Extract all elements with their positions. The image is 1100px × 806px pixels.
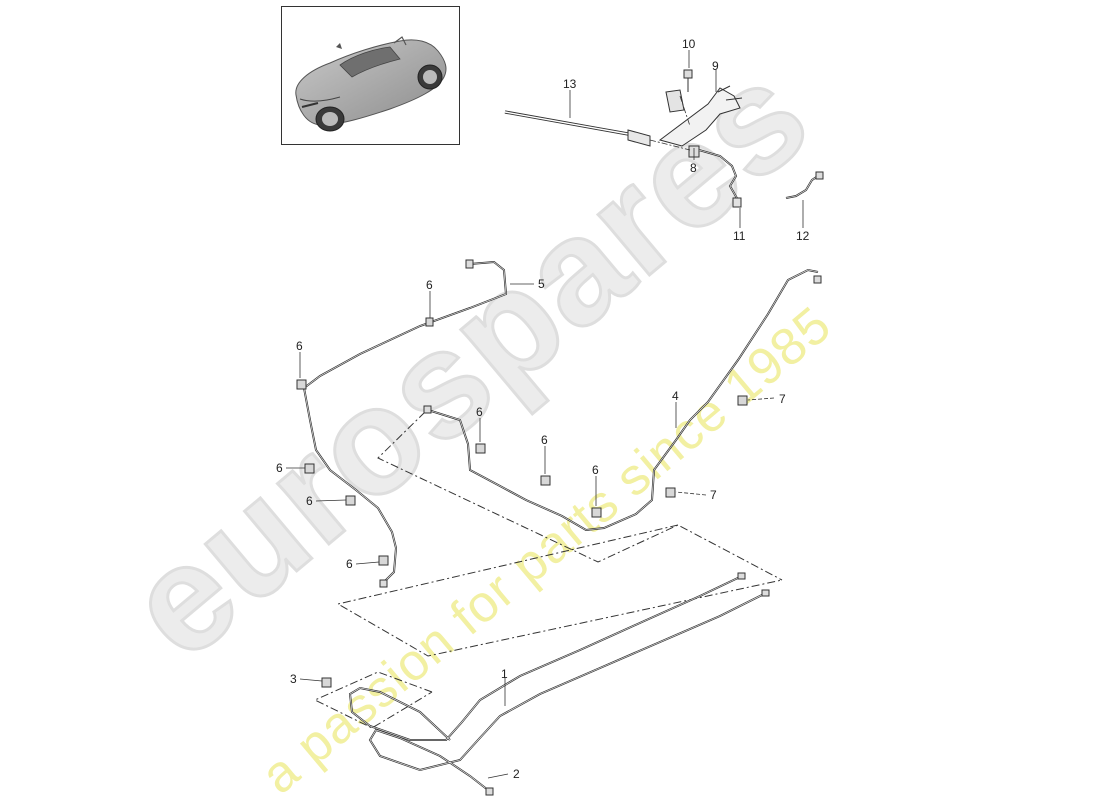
clip-6h	[378, 555, 389, 566]
part-9-bracket	[658, 85, 743, 147]
part-8-grommet	[688, 145, 742, 208]
callout-12: 12	[796, 229, 810, 243]
part-2-line	[368, 589, 770, 796]
callout-2: 2	[513, 767, 520, 781]
part-1-line	[348, 572, 746, 741]
part-6-clips	[296, 317, 602, 566]
clip-7b	[665, 487, 676, 498]
clip-6d	[540, 475, 551, 486]
callout-7b: 7	[710, 488, 717, 502]
callout-6h: 6	[346, 557, 353, 571]
vehicle-thumbnail	[281, 6, 460, 145]
outline-lower	[313, 671, 433, 729]
clip-6a	[425, 317, 434, 327]
clip-6f	[345, 495, 356, 506]
clip-6b	[296, 379, 307, 390]
callout-6a: 6	[426, 278, 433, 292]
part-7-clips	[665, 395, 748, 498]
callout-3: 3	[290, 672, 297, 686]
assembly-outlines	[313, 411, 783, 729]
callout-5: 5	[538, 277, 545, 291]
part-10-bolt	[683, 69, 693, 92]
clip-6g	[591, 507, 602, 518]
callout-6d: 6	[541, 433, 548, 447]
callout-6f: 6	[306, 494, 313, 508]
callout-7a: 7	[779, 392, 786, 406]
callout-13: 13	[563, 77, 577, 91]
car-illustration	[295, 36, 447, 132]
callout-8: 8	[690, 161, 697, 175]
callout-10: 10	[682, 37, 696, 51]
callout-6b: 6	[296, 339, 303, 353]
callout-6c: 6	[476, 405, 483, 419]
outline-upper	[377, 411, 783, 581]
callout-4: 4	[672, 389, 679, 403]
part-13-rod	[504, 110, 651, 147]
callout-9: 9	[712, 59, 719, 73]
part-4-line	[423, 268, 822, 532]
callout-labels: 1 2 3 4 5 6 6 6 6 6 6 6 6 7 7 8 9 10 11 …	[276, 37, 810, 781]
part-3-clip	[321, 677, 332, 688]
part-12-hose	[785, 171, 824, 199]
callout-11: 11	[733, 229, 746, 243]
callout-6g: 6	[592, 463, 599, 477]
leader-lines	[286, 50, 804, 779]
clip-6c	[475, 443, 486, 454]
part-5-line	[302, 259, 508, 588]
clip-7a	[737, 395, 748, 406]
callout-1: 1	[501, 667, 508, 681]
outline-mid	[336, 524, 783, 657]
callout-6e: 6	[276, 461, 283, 475]
clip-6e	[304, 463, 315, 474]
